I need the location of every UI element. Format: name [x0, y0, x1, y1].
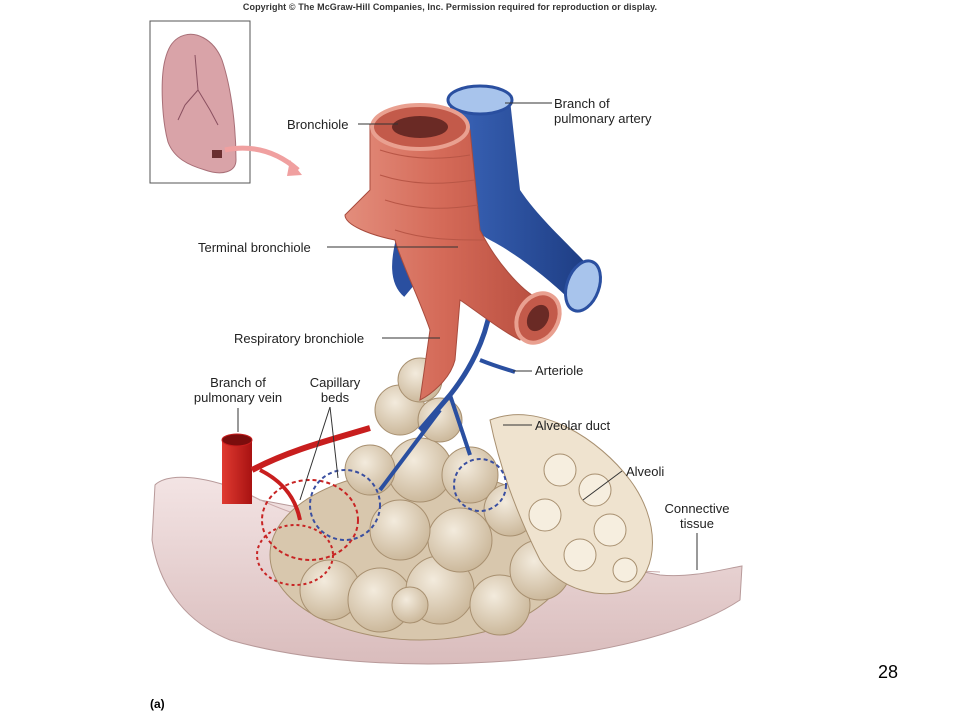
label-branch-pulmonary-vein-line1: Branch of — [210, 375, 266, 390]
leader-lines — [237, 102, 698, 570]
label-bronchiole: Bronchiole — [287, 117, 349, 132]
bronchiole-tube — [344, 103, 562, 401]
label-capillary-beds-line1: Capillary — [309, 375, 361, 390]
label-branch-pulmonary-vein-line2: pulmonary vein — [193, 390, 283, 405]
label-capillary-beds-line2: beds — [320, 390, 350, 405]
label-branch-pulmonary-artery-line2: pulmonary artery — [554, 111, 652, 126]
label-connective-tissue-line2: tissue — [680, 516, 714, 531]
pulmonary-artery-branch — [378, 84, 602, 492]
page-number: 28 — [878, 662, 899, 682]
copyright-notice: Copyright © The McGraw-Hill Companies, I… — [242, 2, 658, 12]
capillary-beds — [256, 458, 507, 586]
label-alveolar-duct: Alveolar duct — [535, 418, 611, 433]
label-alveoli: Alveoli — [626, 464, 665, 479]
label-connective-tissue-line1: Connective — [664, 501, 730, 516]
label-terminal-bronchiole: Terminal bronchiole — [198, 240, 311, 255]
label-respiratory-bronchiole: Respiratory bronchiole — [234, 331, 365, 346]
alveolar-sac-cutaway — [489, 414, 653, 595]
pulmonary-vein-branch — [221, 425, 371, 521]
label-branch-pulmonary-artery-line1: Branch of — [554, 96, 610, 111]
label-arteriole: Arteriole — [535, 363, 584, 378]
lung-thumbnail-inset — [149, 20, 251, 184]
figure-letter: (a) — [150, 697, 165, 711]
inset-arrow-head — [287, 160, 302, 176]
